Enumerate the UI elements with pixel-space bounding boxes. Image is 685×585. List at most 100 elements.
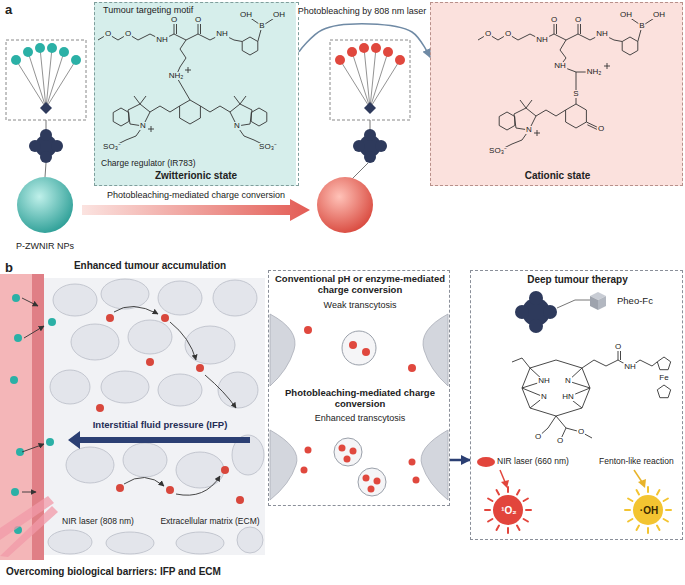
motif-label: Tumour targeting motif [103,5,253,15]
pheo-fc-illustration [512,347,671,441]
nanoparticle-cationic [370,60,400,108]
nanoparticle-zwitterionic [16,60,46,108]
pheo-fc-illustration [633,495,663,525]
compound-label: Pheo-Fc [617,296,679,307]
nanoparticle-zwitterionic [29,129,63,163]
transcytosis-illustration [408,364,416,372]
tumour-tissue [213,280,257,316]
tumour-tissue [114,306,158,314]
nanoparticle-zwitterionic [40,102,52,114]
atom-label: N [233,122,241,130]
pheo-fc-illustration [543,305,557,319]
transcytosis-illustration [270,314,448,500]
chemical-structure [536,110,566,116]
pheo-fc-illustration [628,519,632,522]
laser-label: NIR laser (660 nm) [497,457,595,467]
pheo-fc-illustration [666,509,671,511]
nanoparticle-cationic [364,129,376,141]
pheo-fc-illustration [493,495,523,525]
transcytosis-illustration [334,438,362,466]
pheo-fc-illustration [488,519,492,522]
chemical-structure [576,72,577,104]
nanoparticle-cationic [340,48,400,108]
pheo-fc-illustration [637,490,640,494]
tumour-tissue [66,447,114,483]
tumour-tissue [218,372,258,408]
atom-label: O [574,16,582,24]
pheo-fc-illustration [657,357,670,370]
nanoparticle-zwitterionic [40,129,52,141]
tumour-tissue [48,279,264,554]
pheo-fc-illustration [664,499,668,502]
pheo-fc-illustration [566,428,592,438]
pheo-fc-illustration [647,487,649,492]
pheo-fc-illustration [485,509,490,511]
species-label: ·OH [640,505,658,517]
tumour-tissue [22,492,36,493]
nanoparticle-cationic [317,40,410,233]
atom-label: N [139,122,147,130]
nanoparticle-cationic [364,151,376,163]
edge-label: Photobleaching by 808 nm laser [296,7,429,16]
pheo-fc-illustration [529,291,543,305]
conversion-arrow [82,199,310,221]
transcytosis-illustration [374,478,381,485]
atom-label: SO₃⁻ [258,143,278,151]
chemical-structure [242,37,258,55]
pheo-fc-illustration [638,479,646,488]
atom-label: NH [215,30,229,38]
tumour-tissue [48,318,56,326]
nanoparticle-cationic [335,43,405,65]
tumour-tissue [96,314,244,504]
nanoparticle-cationic [317,177,373,233]
connector-arrow [450,459,470,462]
tumour-tissue [0,506,58,557]
pheo-fc-illustration [500,470,505,482]
panel-letter: a [4,3,13,16]
illustration-label: NIR laser (808 nm) [61,517,135,526]
atom-label: NH [535,36,549,44]
nanoparticle-label: P-ZWNIR NPs [15,242,75,251]
tumour-tissue [14,334,22,342]
atom-label: O [614,343,622,351]
transcytosis-illustration [270,314,295,386]
nanoparticle-zwitterionic [59,47,69,57]
tumour-tissue [176,476,220,495]
pheo-fc-illustration [657,490,660,494]
chemical-structure [185,67,191,73]
chemical-structure [604,63,610,69]
tumour-tissue [176,452,224,488]
nanoparticle-cationic [364,48,370,108]
tumour-tissue [22,444,44,452]
nanoparticle-cationic [375,140,387,152]
transcytosis-illustration [304,326,416,372]
atom-label: B [258,22,265,30]
chemical-structure [499,112,515,130]
tumour-tissue [50,370,90,404]
pheo-fc-illustration [557,300,590,308]
transcytosis-illustration [305,447,312,454]
nanoparticle-cationic [340,60,370,108]
pheo-fc-illustration [507,528,509,533]
nanoparticle-cationic [359,43,369,53]
nanoparticle-zwitterionic [46,52,64,108]
compound-label: Charge regulator (IR783) [101,159,261,169]
nanoparticle-zwitterionic [45,163,46,177]
tumour-tissue [146,358,154,366]
nanoparticle-cationic [330,40,410,120]
pheo-fc-illustration [485,487,531,533]
transcytosis-illustration [349,341,357,349]
atom-label: O [104,30,112,38]
panel-letter: b [4,261,14,274]
chemical-structure [150,106,180,112]
nanoparticle-zwitterionic [11,55,21,65]
tumour-tissue [48,530,92,554]
nanoparticle-cationic [335,55,345,65]
pheo-fc-illustration [497,490,500,494]
atom-label: NH [553,62,567,70]
tumour-tissue [128,320,172,354]
nanoparticle-zwitterionic [6,40,86,120]
atom-label: NH₂ [168,72,185,80]
pheo-fc-illustration [625,509,630,511]
pheo-fc-illustration [517,526,520,530]
